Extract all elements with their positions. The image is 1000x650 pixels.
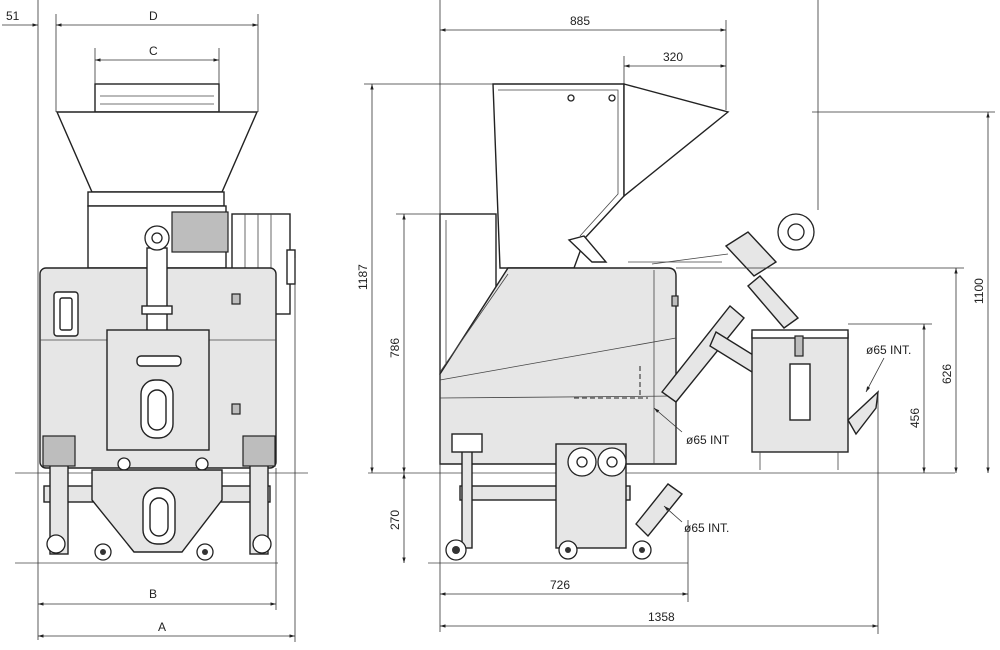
side-outlet-note-bin: ø65 INT.	[865, 343, 911, 393]
dim-label-320: 320	[663, 50, 683, 64]
side-dim-1358: 1358	[440, 392, 879, 634]
side-dim-456: 456	[848, 323, 932, 473]
note-outlet-bin: ø65 INT.	[866, 343, 911, 357]
front-lower-frame	[42, 435, 276, 561]
side-outlet-note-mid: ø65 INT	[653, 407, 730, 447]
side-dim-1100: 1100	[812, 0, 995, 473]
dim-label-1187: 1187	[356, 264, 370, 290]
front-collecting-bin	[106, 329, 210, 471]
side-outlet-note-low: ø65 INT.	[663, 505, 729, 535]
side-hopper	[492, 83, 730, 269]
dim-label-1358: 1358	[648, 610, 675, 624]
dim-label-626: 626	[940, 364, 954, 384]
dim-label-786: 786	[388, 338, 402, 358]
side-dim-1187: 1187	[356, 83, 493, 473]
side-base-frame	[445, 433, 684, 561]
front-dim-C: C	[94, 44, 220, 84]
dim-label-726: 726	[550, 578, 570, 592]
front-transport-pipe	[141, 225, 173, 333]
side-dim-885: 885	[439, 0, 727, 632]
side-dim-320: 320	[623, 50, 726, 84]
note-outlet-mid: ø65 INT	[686, 433, 730, 447]
front-dim-A: A	[38, 258, 296, 642]
side-main-body	[439, 267, 679, 465]
dim-label-270: 270	[388, 510, 402, 530]
dim-label-D: D	[149, 9, 158, 23]
dim-label-A: A	[158, 620, 166, 634]
dim-label-B: B	[149, 587, 157, 601]
dim-label-885: 885	[570, 14, 590, 28]
side-collecting-bin	[751, 329, 879, 470]
side-conveyor	[628, 213, 815, 403]
side-dim-626: 626	[676, 267, 964, 473]
front-dim-51: 51	[2, 0, 57, 640]
side-dim-270: 270	[388, 473, 406, 563]
side-view: 885 320 1187 786 270 726	[356, 0, 995, 634]
dim-label-456: 456	[908, 408, 922, 428]
front-dim-B: B	[38, 468, 277, 610]
side-dim-726: 726	[440, 520, 689, 602]
dim-label-1100: 1100	[972, 278, 986, 304]
side-dim-786: 786	[388, 213, 440, 473]
front-dim-D: D	[56, 9, 259, 112]
dim-label-C: C	[149, 44, 158, 58]
note-outlet-low: ø65 INT.	[684, 521, 729, 535]
front-view: 51 D C B A	[2, 0, 308, 642]
dim-label-51: 51	[6, 9, 20, 23]
